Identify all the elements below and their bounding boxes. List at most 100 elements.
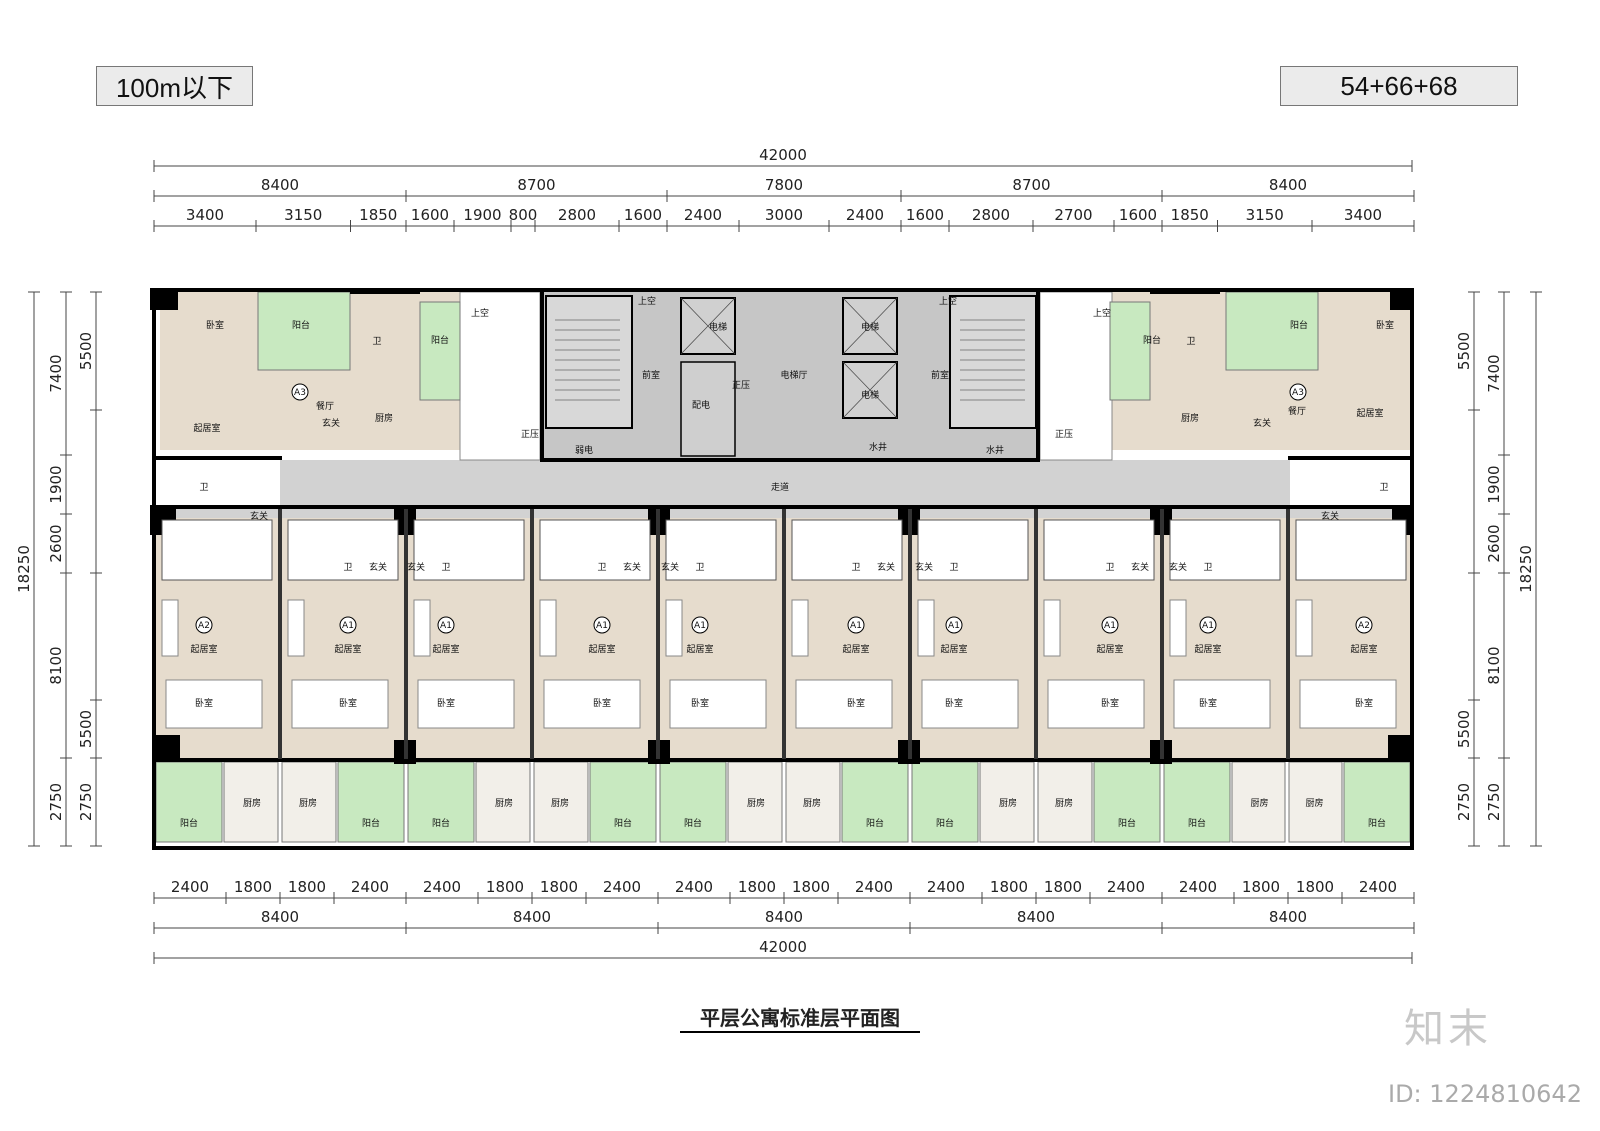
unit-marker-a3l: [291, 383, 309, 401]
label-living-8: 起居室: [1194, 643, 1221, 655]
dim-bottom-sub-label-10: 1800: [792, 878, 830, 896]
kitchen-bottom-8: [1231, 761, 1286, 843]
label-bedroom-2: 卧室: [437, 697, 455, 709]
label-foyer-a2r: 玄关: [1321, 510, 1339, 522]
dim-top-sub-label-1: 3150: [284, 206, 322, 224]
dim-bottom-sub-label-13: 1800: [990, 878, 1028, 896]
bath-block-2: [413, 519, 525, 581]
dim-top-bays-label-1: 8700: [517, 176, 555, 194]
party-wall-5: [908, 509, 912, 759]
label-pressure-r: 正压: [1055, 429, 1073, 440]
label-kitchen-bottom-6: 厨房: [999, 797, 1017, 809]
wall-1: [1410, 288, 1414, 848]
label-balcony-bottom-3: 阳台: [614, 817, 632, 829]
dim-bottom-bays-label-3: 8400: [1017, 908, 1055, 926]
balcony-bottom-7: [1093, 761, 1161, 843]
dim-bottom-overall-label-0: 42000: [759, 938, 807, 956]
label-balcony-bottom-6: 阳台: [936, 817, 954, 829]
wall-0: [152, 288, 156, 848]
label-pressure-l: 正压: [521, 429, 539, 440]
dim-top-sub-label-4: 1900: [463, 206, 501, 224]
wall-6: [152, 456, 282, 460]
unit-code-0: A2: [198, 621, 210, 631]
unit-marker-9: [1355, 616, 1373, 634]
label-power: 配电: [692, 399, 710, 411]
unit-marker-5: [847, 616, 865, 634]
bed-7: [1047, 679, 1145, 729]
dim-top-sub-label-16: 3150: [1246, 206, 1284, 224]
balcony-bottom-4: [659, 761, 727, 843]
unit-marker-a3r: [1289, 383, 1307, 401]
label-foyer-7: 玄关: [1131, 561, 1149, 573]
kitchen-bottom-5: [785, 761, 841, 843]
dim-left-inner-label-0: 5500: [77, 332, 95, 370]
label-balcony-bottom-8: 阳台: [1188, 817, 1206, 829]
dim-bottom-bays-label-1: 8400: [513, 908, 551, 926]
wall-26: [1150, 288, 1220, 294]
dim-top-sub-label-11: 1600: [906, 206, 944, 224]
unit-marker-6: [945, 616, 963, 634]
watermark-id: ID: 1224810642: [1388, 1080, 1582, 1108]
label-void-l: 上空: [471, 307, 489, 319]
party-wall-6: [1034, 509, 1038, 759]
dim-right-outer-label-1: 1900: [1485, 465, 1503, 503]
label-corridor: 走道: [771, 481, 789, 493]
dim-bottom-sub-label-8: 2400: [675, 878, 713, 896]
label-kitchen-bottom-9: 厨房: [1305, 797, 1323, 809]
label-foyer-8: 玄关: [1169, 561, 1187, 573]
dim-top-bays-label-4: 8400: [1269, 176, 1307, 194]
dim-bottom-sub-label-6: 1800: [540, 878, 578, 896]
dim-bottom-sub-label-3: 2400: [351, 878, 389, 896]
dim-top-sub-label-6: 2800: [558, 206, 596, 224]
label-foyer-1: 玄关: [369, 561, 387, 573]
dim-top-sub-label-5: 800: [509, 206, 538, 224]
dim-bottom-sub-label-2: 1800: [288, 878, 326, 896]
label-lift-hall: 电梯厅: [780, 369, 807, 381]
dim-right-outer-label-0: 7400: [1485, 354, 1503, 392]
bath-block-3: [539, 519, 651, 581]
dim-right-outer-label-3: 8100: [1485, 646, 1503, 684]
kitchen-bottom-0: [223, 761, 279, 843]
dim-bottom-sub-label-7: 2400: [603, 878, 641, 896]
sofa-0: [161, 599, 179, 657]
wall-12: [1390, 288, 1414, 310]
label-bath-a2r: 卫: [1379, 483, 1388, 493]
balcony-bottom-1: [337, 761, 405, 843]
dim-left-outer-label-3: 8100: [47, 646, 65, 684]
label-foyer-2: 玄关: [407, 561, 425, 573]
sofa-6: [917, 599, 935, 657]
bed-8: [1173, 679, 1271, 729]
label-bedroom-a3l: 卧室: [206, 319, 224, 331]
label-balcony2-a3l: 阳台: [431, 334, 449, 346]
wall-4: [152, 758, 1414, 762]
unit-code-5: A1: [850, 621, 862, 631]
label-balcony-bottom-5: 阳台: [866, 817, 884, 829]
dim-left-inner-label-4: 2750: [77, 783, 95, 821]
label-foyer-5: 玄关: [877, 561, 895, 573]
balcony-bottom-5: [841, 761, 909, 843]
label-bath-1: 卫: [343, 563, 352, 573]
bed-9: [1299, 679, 1397, 729]
label-living-7: 起居室: [1096, 643, 1123, 655]
label-kitchen-a3r: 厨房: [1181, 412, 1199, 424]
label-foyer-4: 玄关: [661, 561, 679, 573]
unit-area-tag: 54+66+68: [1280, 66, 1518, 106]
label-pressure-c: 正压: [732, 380, 750, 391]
wall-3: [152, 846, 1414, 850]
sofa-5: [791, 599, 809, 657]
bath-block-6: [917, 519, 1029, 581]
label-kitchen-bottom-5: 厨房: [803, 797, 821, 809]
dim-top-sub-label-8: 2400: [684, 206, 722, 224]
lift-x2-2: [842, 361, 898, 419]
label-balcony-bottom-2: 阳台: [432, 817, 450, 829]
label-balcony-bottom-4: 阳台: [684, 817, 702, 829]
dim-top-overall-label-0: 42000: [759, 146, 807, 164]
unit-marker-7: [1101, 616, 1119, 634]
label-foyer-a2l: 玄关: [250, 510, 268, 522]
dim-top-sub-label-17: 3400: [1344, 206, 1382, 224]
label-balcony-bottom-1: 阳台: [362, 817, 380, 829]
dim-right-total-label-0: 18250: [1517, 545, 1535, 593]
label-shaft-r: 水井: [986, 444, 1004, 456]
label-balcony-a3l: 阳台: [292, 319, 310, 331]
